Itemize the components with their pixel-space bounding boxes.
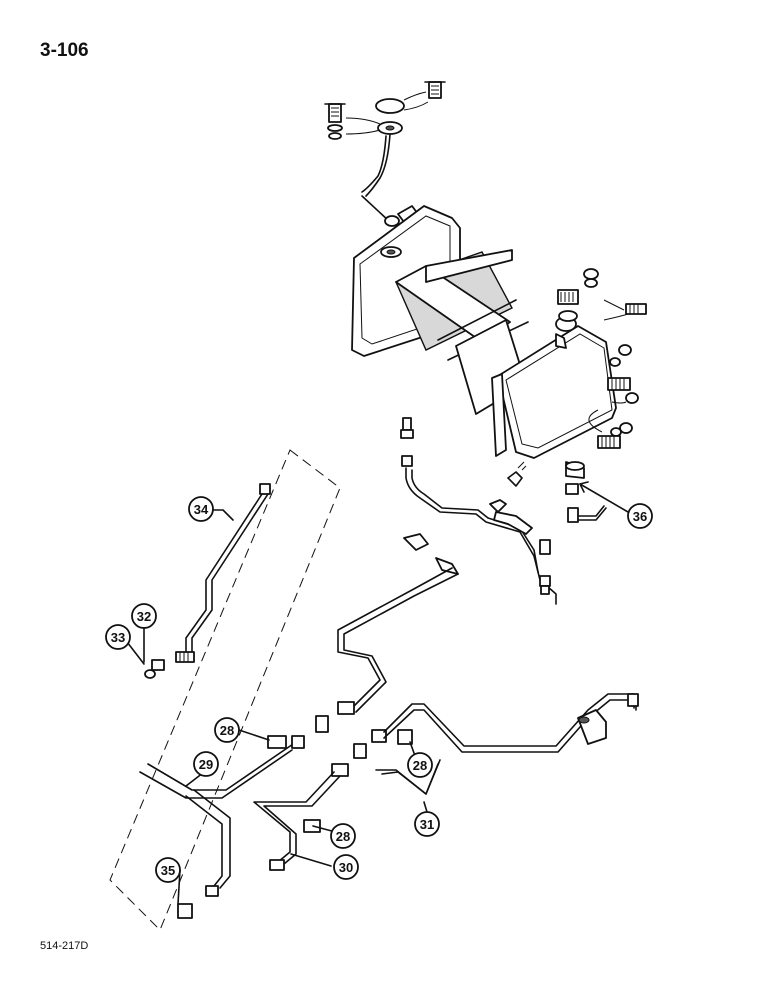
callout-36: 36 xyxy=(627,503,653,529)
svg-text:28: 28 xyxy=(336,829,350,844)
pump-line xyxy=(353,693,639,759)
figure-reference: 514-217D xyxy=(40,940,89,952)
svg-text:33: 33 xyxy=(111,630,125,645)
fuel-line-34 xyxy=(175,483,271,663)
svg-text:28: 28 xyxy=(413,758,427,773)
leader-lines xyxy=(123,481,629,905)
svg-text:30: 30 xyxy=(339,860,353,875)
svg-text:29: 29 xyxy=(199,757,213,772)
svg-text:36: 36 xyxy=(633,509,647,524)
page-number: 3-106 xyxy=(40,40,89,61)
fuel-line-31 xyxy=(375,759,441,795)
callout-31: 31 xyxy=(414,811,440,837)
svg-text:35: 35 xyxy=(161,863,175,878)
callout-28b: 28 xyxy=(407,752,433,778)
fittings-32-33 xyxy=(144,659,165,679)
return-line xyxy=(315,533,459,733)
tank-hardware xyxy=(557,268,647,449)
callout-28a: 28 xyxy=(214,717,240,743)
callout-28c: 28 xyxy=(330,823,356,849)
callout-34: 34 xyxy=(188,496,214,522)
svg-text:28: 28 xyxy=(220,723,234,738)
fitting-35 xyxy=(177,903,193,919)
sender-assembly xyxy=(324,81,446,227)
callout-30: 30 xyxy=(333,854,359,880)
callout-32: 32 xyxy=(131,603,157,629)
fuel-line-29 xyxy=(139,735,305,897)
fuel-tank xyxy=(351,205,617,459)
callout-33: 33 xyxy=(105,624,131,650)
callout-29: 29 xyxy=(193,751,219,777)
svg-text:34: 34 xyxy=(194,502,209,517)
svg-text:32: 32 xyxy=(137,609,151,624)
callout-35: 35 xyxy=(155,857,181,883)
tank-supply-lines xyxy=(400,417,607,605)
svg-text:31: 31 xyxy=(420,817,434,832)
optional-kit-outline xyxy=(109,449,341,931)
fuel-line-30 xyxy=(253,763,349,871)
